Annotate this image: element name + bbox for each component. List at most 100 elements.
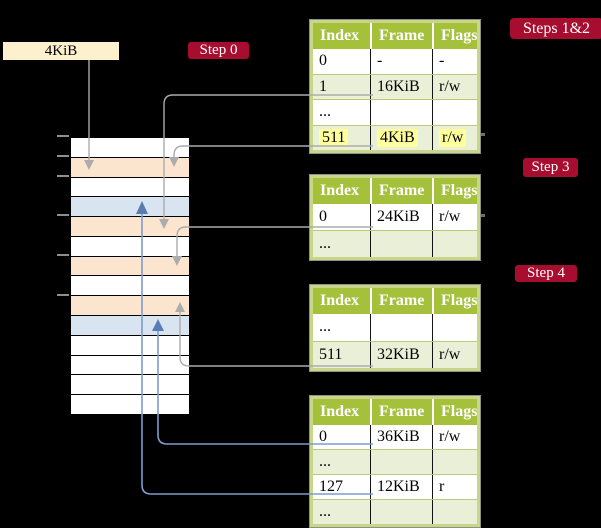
- table-cell: ...: [313, 500, 370, 524]
- table-cell: 0: [313, 204, 370, 230]
- cell-text: 36KiB: [377, 428, 420, 445]
- table-cell: 12KiB: [370, 475, 432, 499]
- cell-text: 0: [319, 208, 327, 225]
- table-cell: 0: [313, 425, 370, 449]
- cell-text: r: [439, 478, 445, 495]
- table-cell: [370, 314, 432, 341]
- table-cell: r/w: [432, 341, 477, 368]
- memory-row-white: [71, 138, 189, 157]
- cell-text: ...: [319, 235, 331, 252]
- table-cell: [370, 500, 432, 524]
- table-row: 0 36KiB r/w: [313, 425, 477, 449]
- table-cell: 0: [313, 49, 370, 74]
- steps-1-2-label: Steps 1&2: [510, 18, 601, 39]
- table-row: ...: [313, 230, 477, 257]
- cell-text: r/w: [439, 128, 467, 147]
- cell-text: r/w: [439, 208, 461, 225]
- cell-text: 511: [319, 128, 349, 147]
- column-header-flags: Flags: [432, 399, 477, 425]
- cell-text: 16KiB: [377, 77, 420, 95]
- table-row: 0 - -: [313, 49, 477, 74]
- page-size-box: 4KiB: [3, 42, 119, 60]
- table-cell: r: [432, 475, 477, 499]
- cell-text: r/w: [439, 77, 461, 95]
- table-cell: ...: [313, 314, 370, 341]
- table-cell: [432, 314, 477, 341]
- step-0-label: Step 0: [188, 42, 249, 59]
- cell-text: -: [439, 52, 445, 70]
- memory-row-white: [71, 374, 189, 395]
- table-cell: 36KiB: [370, 425, 432, 449]
- memory-tick: [57, 214, 69, 216]
- cell-text: 12KiB: [377, 478, 420, 495]
- memory-row-white: [71, 176, 189, 197]
- cell-text: 1: [319, 77, 327, 95]
- memory-row-blue: [71, 315, 189, 335]
- table-row: 1 16KiB r/w: [313, 73, 477, 100]
- table-cell: [370, 231, 432, 257]
- table-cell: 511: [313, 342, 370, 369]
- column-header-frame: Frame: [370, 399, 432, 425]
- table-cell: ...: [313, 231, 370, 257]
- column-header-index: Index: [320, 182, 360, 199]
- column-header-index: Index: [320, 27, 360, 44]
- cell-text: -: [377, 52, 383, 70]
- cell-text: 511: [319, 345, 343, 363]
- connector-stub: [480, 214, 485, 217]
- table-row: ...: [313, 449, 477, 474]
- table-cell: ...: [313, 450, 370, 474]
- step-3-label: Step 3: [523, 158, 578, 177]
- column-header-flags: Flags: [432, 23, 477, 49]
- cell-text: 24KiB: [377, 208, 420, 225]
- column-header-frame: Frame: [370, 178, 432, 204]
- table-cell: [370, 450, 432, 474]
- table-cell: 16KiB: [370, 74, 432, 99]
- step-4-label: Step 4: [515, 265, 577, 282]
- cell-text: 0: [319, 52, 327, 70]
- table-cell: -: [432, 49, 477, 74]
- table-cell: 127: [313, 475, 370, 499]
- column-header-frame: Frame: [370, 288, 432, 314]
- table-row: ...: [313, 499, 477, 524]
- table-cell: r/w: [432, 425, 477, 449]
- table-cell: [432, 450, 477, 474]
- cell-text: 0: [319, 428, 327, 445]
- table-row: 0 24KiB r/w: [313, 204, 477, 230]
- memory-tick: [57, 155, 69, 157]
- cell-text: ...: [319, 453, 331, 470]
- memory-row-peach: [71, 216, 189, 236]
- column-header-index: Index: [320, 292, 360, 309]
- table-cell: 511: [313, 126, 370, 151]
- memory-row-peach: [71, 156, 189, 177]
- cell-text: 4KiB: [377, 128, 418, 147]
- table-cell: 4KiB: [370, 125, 432, 150]
- table-row: 511 4KiB r/w: [313, 124, 477, 151]
- memory-tick: [57, 135, 69, 137]
- cell-text: ...: [319, 318, 331, 336]
- table-cell: r/w: [432, 74, 477, 99]
- memory-tick: [57, 175, 69, 177]
- memory-row-peach: [71, 295, 189, 316]
- cell-text: r/w: [439, 428, 461, 445]
- column-header-index: Index: [320, 403, 360, 420]
- physical-memory-column: [70, 137, 190, 415]
- cell-text: ...: [319, 503, 331, 520]
- table-cell: 24KiB: [370, 204, 432, 230]
- table-cell: [432, 100, 477, 125]
- table-cell: -: [370, 49, 432, 74]
- table-cell: [370, 100, 432, 125]
- table-cell: 1: [313, 75, 370, 100]
- memory-row-white: [71, 235, 189, 256]
- memory-row-white: [71, 354, 189, 375]
- table-cell: r/w: [432, 204, 477, 230]
- page-size-label: 4KiB: [44, 42, 78, 59]
- memory-row-white: [71, 334, 189, 355]
